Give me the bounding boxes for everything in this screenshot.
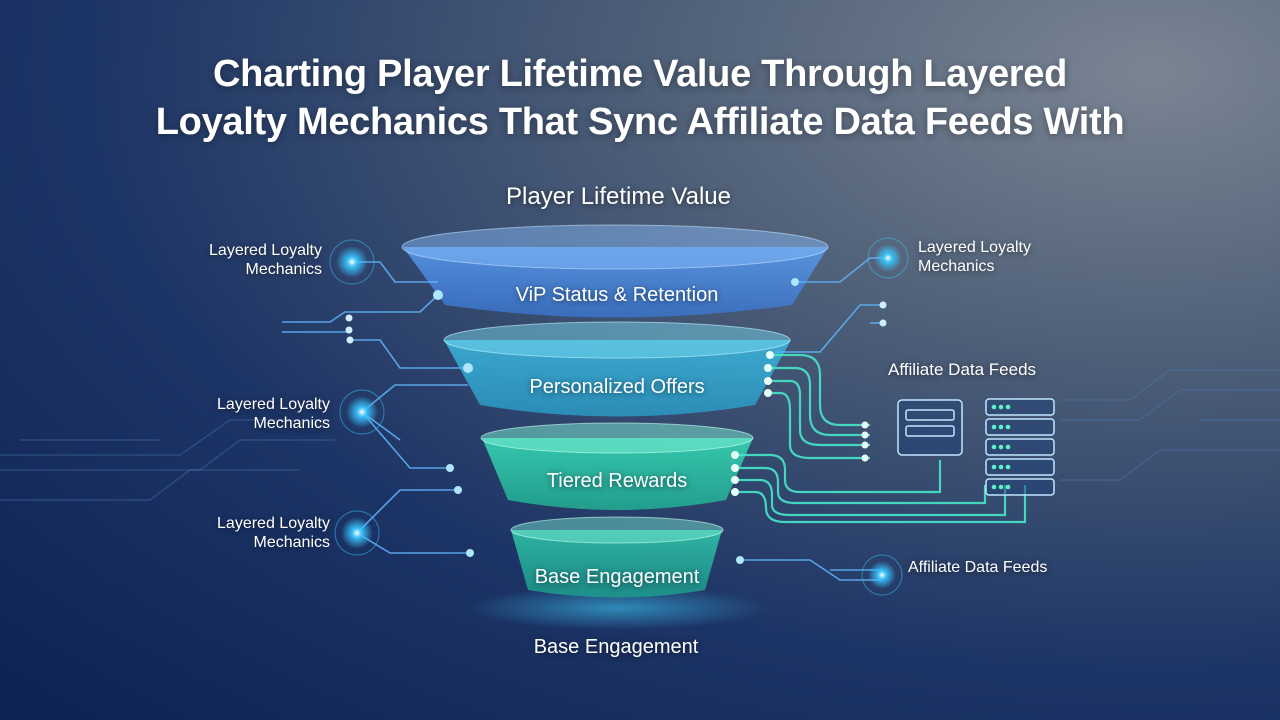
funnel-layer-1-shape: [401, 224, 829, 318]
funnel-bottom-label: Base Engagement: [533, 636, 699, 658]
funnel-layer-2-shape: [443, 321, 791, 417]
title-line-2: Loyalty Mechanics That Sync Affiliate Da…: [155, 101, 1125, 143]
server-rack-icon: [985, 398, 1055, 496]
affiliate-data-feeds-bottom-label: Affiliate Data Feeds: [908, 559, 1048, 576]
funnel-layer-1-label: ViP Status & Retention: [515, 284, 719, 306]
funnel-top-label: Player Lifetime Value: [506, 183, 731, 210]
base-glow: [467, 586, 767, 630]
left-mid-side-label: Layered Loyalty Mechanics: [217, 396, 330, 432]
funnel-layer-3-shape: [480, 422, 754, 510]
left-nodes: [329, 239, 474, 557]
funnel-layer-3-label: Tiered Rewards: [546, 470, 688, 492]
page-title: Charting Player Lifetime Value Through L…: [0, 50, 1280, 146]
right-top-side-label: Layered Loyalty Mechanics: [918, 239, 1031, 275]
right-nodes: [731, 237, 909, 596]
affiliate-data-feeds-label: Affiliate Data Feeds: [888, 360, 1037, 379]
feed-lines: [735, 353, 1027, 524]
left-top-side-label: Layered Loyalty Mechanics: [209, 242, 322, 278]
funnel-layer-4-shape: [510, 516, 724, 598]
left-connectors: [282, 261, 470, 554]
funnel-layer-4-label: Base Engagement: [534, 566, 700, 588]
title-line-1: Charting Player Lifetime Value Through L…: [212, 53, 1068, 95]
data-hub-icon: [897, 399, 963, 456]
funnel-layer-2-label: Personalized Offers: [529, 376, 705, 398]
left-bottom-side-label: Layered Loyalty Mechanics: [217, 515, 330, 551]
background-circuit-lines: [0, 369, 1280, 501]
